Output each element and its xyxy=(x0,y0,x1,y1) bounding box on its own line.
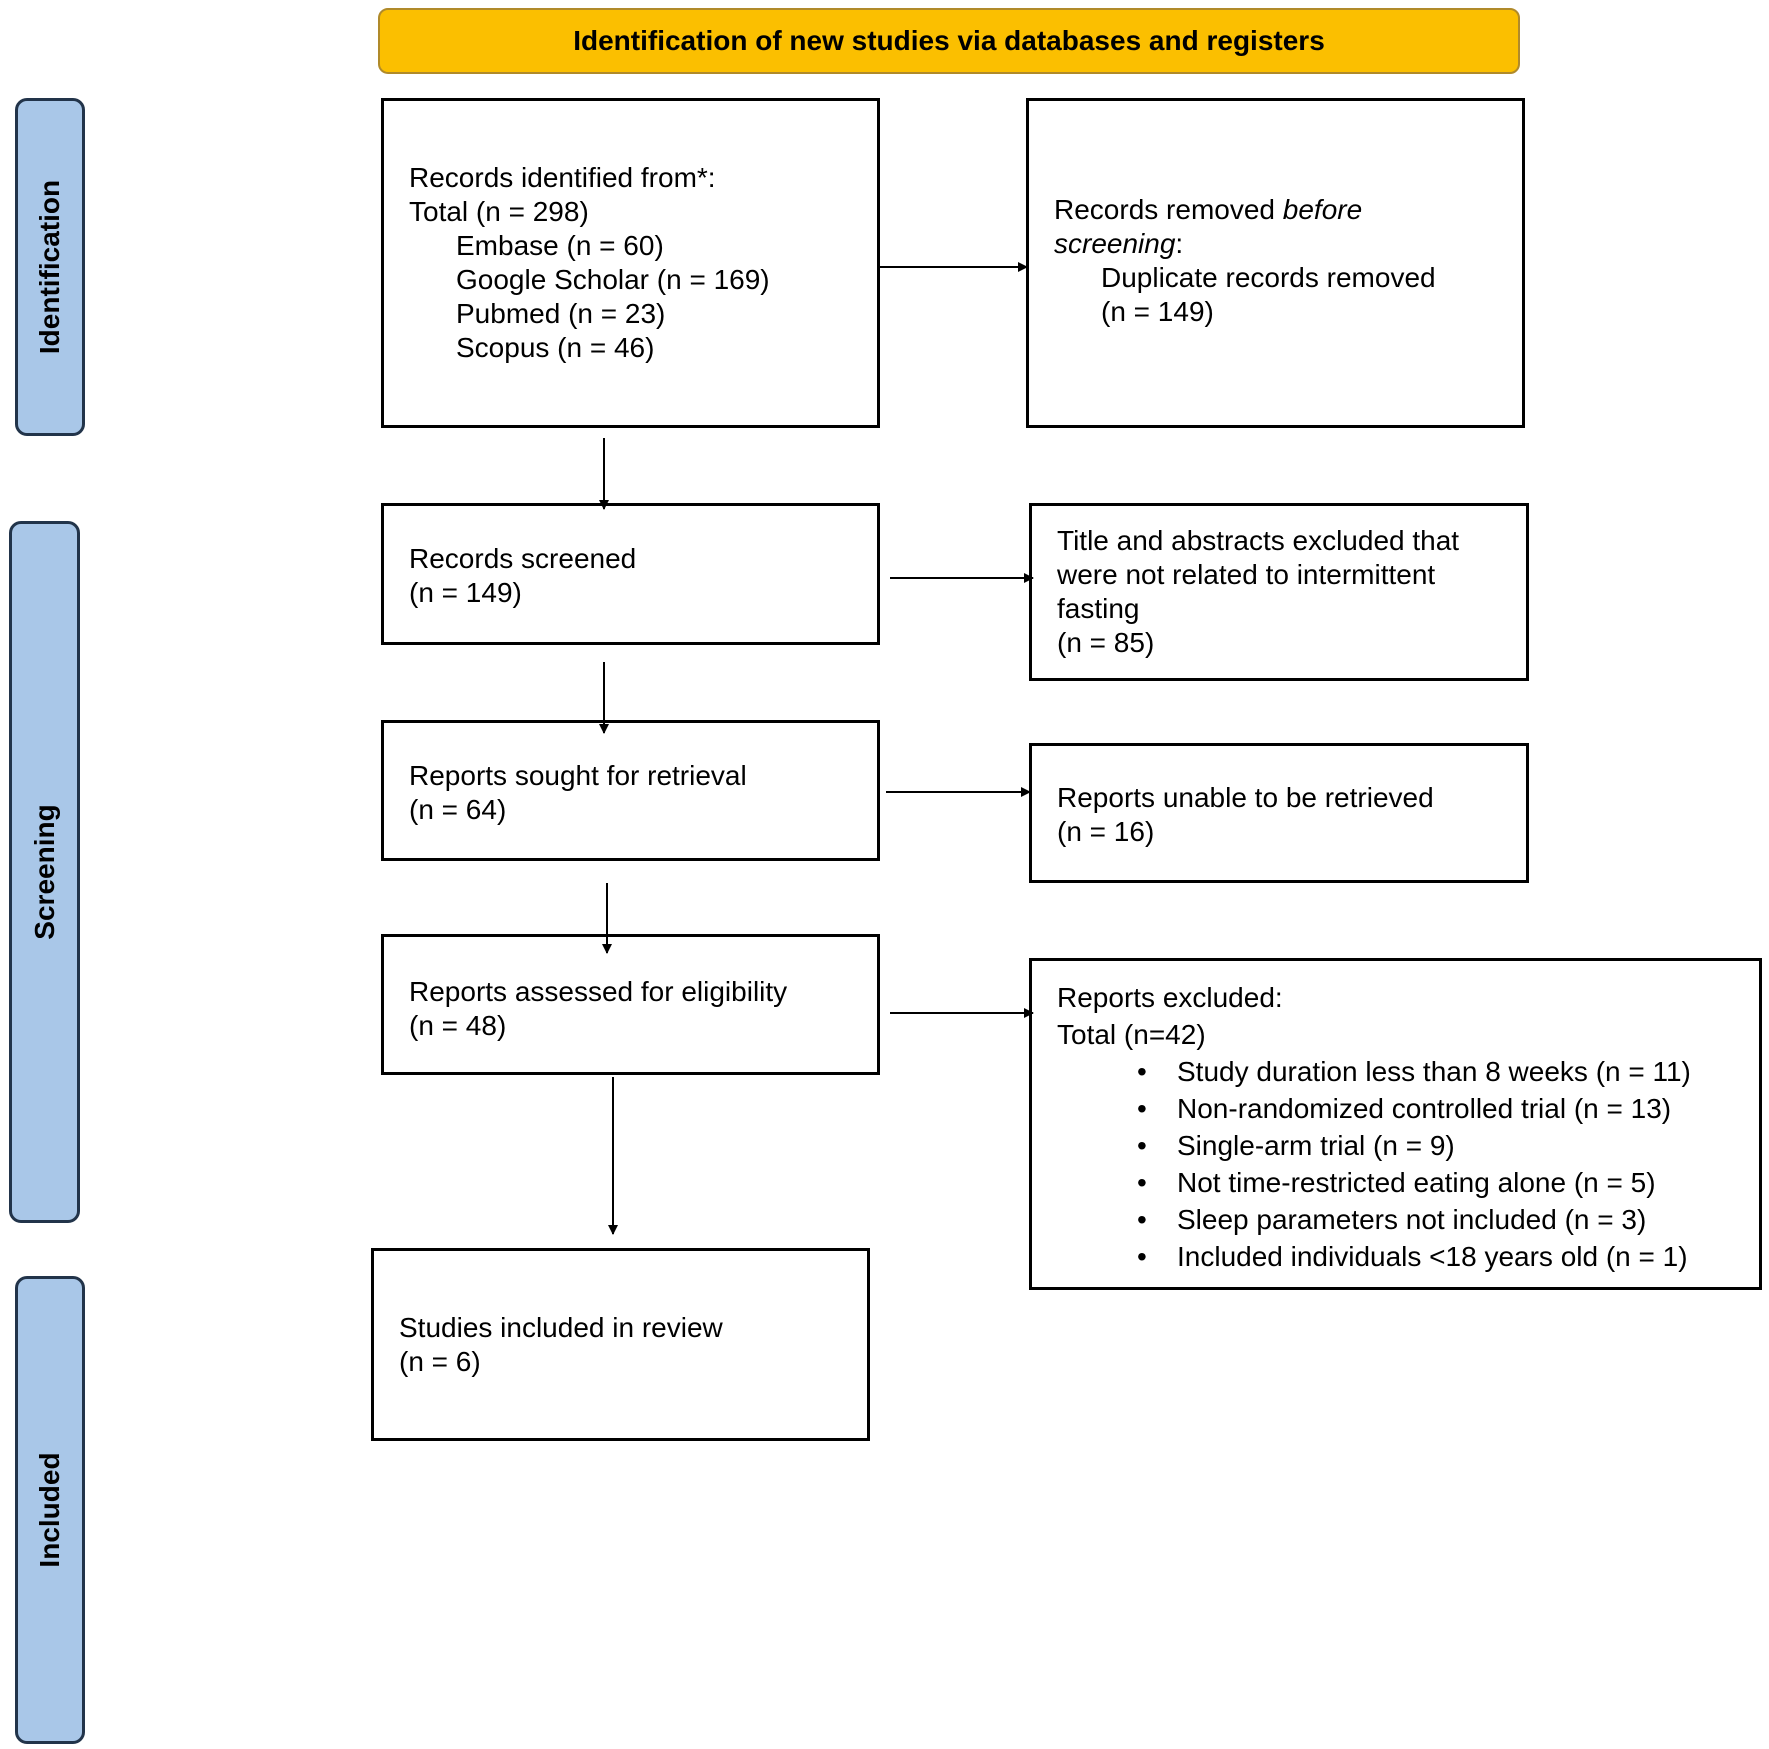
screen-excluded-line2: were not related to intermittent xyxy=(1057,559,1436,590)
records-screened-label: Records screened xyxy=(409,543,637,574)
duplicates-label: Duplicate records removed xyxy=(1101,262,1436,293)
records-removed-prefix: Records removed xyxy=(1054,194,1283,225)
source-google-scholar: Google Scholar (n = 169) xyxy=(456,264,770,295)
not-retrieved-count: (n = 16) xyxy=(1057,816,1155,847)
records-identified-box: Records identified from*: Total (n = 298… xyxy=(381,98,880,428)
studies-included-count: (n = 6) xyxy=(399,1346,481,1377)
screen-excluded-line3: fasting xyxy=(1057,593,1140,624)
records-removed-italic-screening: screening xyxy=(1054,228,1176,259)
source-embase: Embase (n = 60) xyxy=(456,230,664,261)
exclusion-reason: Not time-restricted eating alone (n = 5) xyxy=(1057,1164,1691,1201)
exclusion-reasons-list: Study duration less than 8 weeks (n = 11… xyxy=(1057,1053,1691,1275)
source-pubmed: Pubmed (n = 23) xyxy=(456,298,666,329)
reports-sought-count: (n = 64) xyxy=(409,794,507,825)
exclusion-reason: Non-randomized controlled trial (n = 13) xyxy=(1057,1090,1691,1127)
phase-screening: Screening xyxy=(9,521,80,1223)
source-scopus: Scopus (n = 46) xyxy=(456,332,655,363)
studies-included-label: Studies included in review xyxy=(399,1312,723,1343)
reports-excluded-total: Total (n=42) xyxy=(1057,1019,1206,1050)
exclusion-reason: Single-arm trial (n = 9) xyxy=(1057,1127,1691,1164)
records-removed-line2: screening: xyxy=(1054,227,1436,261)
reports-sought-label: Reports sought for retrieval xyxy=(409,760,747,791)
studies-included-box: Studies included in review (n = 6) xyxy=(371,1248,870,1441)
exclusion-reason: Sleep parameters not included (n = 3) xyxy=(1057,1201,1691,1238)
not-retrieved-label: Reports unable to be retrieved xyxy=(1057,782,1434,813)
reports-assessed-count: (n = 48) xyxy=(409,1010,507,1041)
reports-excluded-box: Reports excluded: Total (n=42) Study dur… xyxy=(1029,958,1762,1290)
duplicates-count: (n = 149) xyxy=(1101,296,1214,327)
screen-excluded-box: Title and abstracts excluded that were n… xyxy=(1029,503,1529,681)
screen-excluded-count: (n = 85) xyxy=(1057,627,1155,658)
phase-included: Included xyxy=(15,1276,85,1744)
screen-excluded-line1: Title and abstracts excluded that xyxy=(1057,525,1460,556)
records-identified-title: Records identified from*: xyxy=(409,162,716,193)
reports-assessed-box: Reports assessed for eligibility (n = 48… xyxy=(381,934,880,1075)
records-removed-italic-before: before xyxy=(1282,194,1363,225)
records-identified-total: Total (n = 298) xyxy=(409,196,589,227)
header-banner: Identification of new studies via databa… xyxy=(378,8,1520,74)
records-removed-line1: Records removed before xyxy=(1054,193,1436,227)
not-retrieved-box: Reports unable to be retrieved (n = 16) xyxy=(1029,743,1529,883)
exclusion-reason: Included individuals <18 years old (n = … xyxy=(1057,1238,1691,1275)
reports-sought-box: Reports sought for retrieval (n = 64) xyxy=(381,720,880,861)
phase-identification: Identification xyxy=(15,98,85,436)
reports-assessed-label: Reports assessed for eligibility xyxy=(409,976,788,1007)
records-removed-colon: : xyxy=(1175,228,1184,259)
reports-excluded-title: Reports excluded: xyxy=(1057,982,1283,1013)
header-title: Identification of new studies via databa… xyxy=(573,25,1325,56)
records-screened-box: Records screened (n = 149) xyxy=(381,503,880,645)
exclusion-reason: Study duration less than 8 weeks (n = 11… xyxy=(1057,1053,1691,1090)
records-screened-count: (n = 149) xyxy=(409,577,522,608)
